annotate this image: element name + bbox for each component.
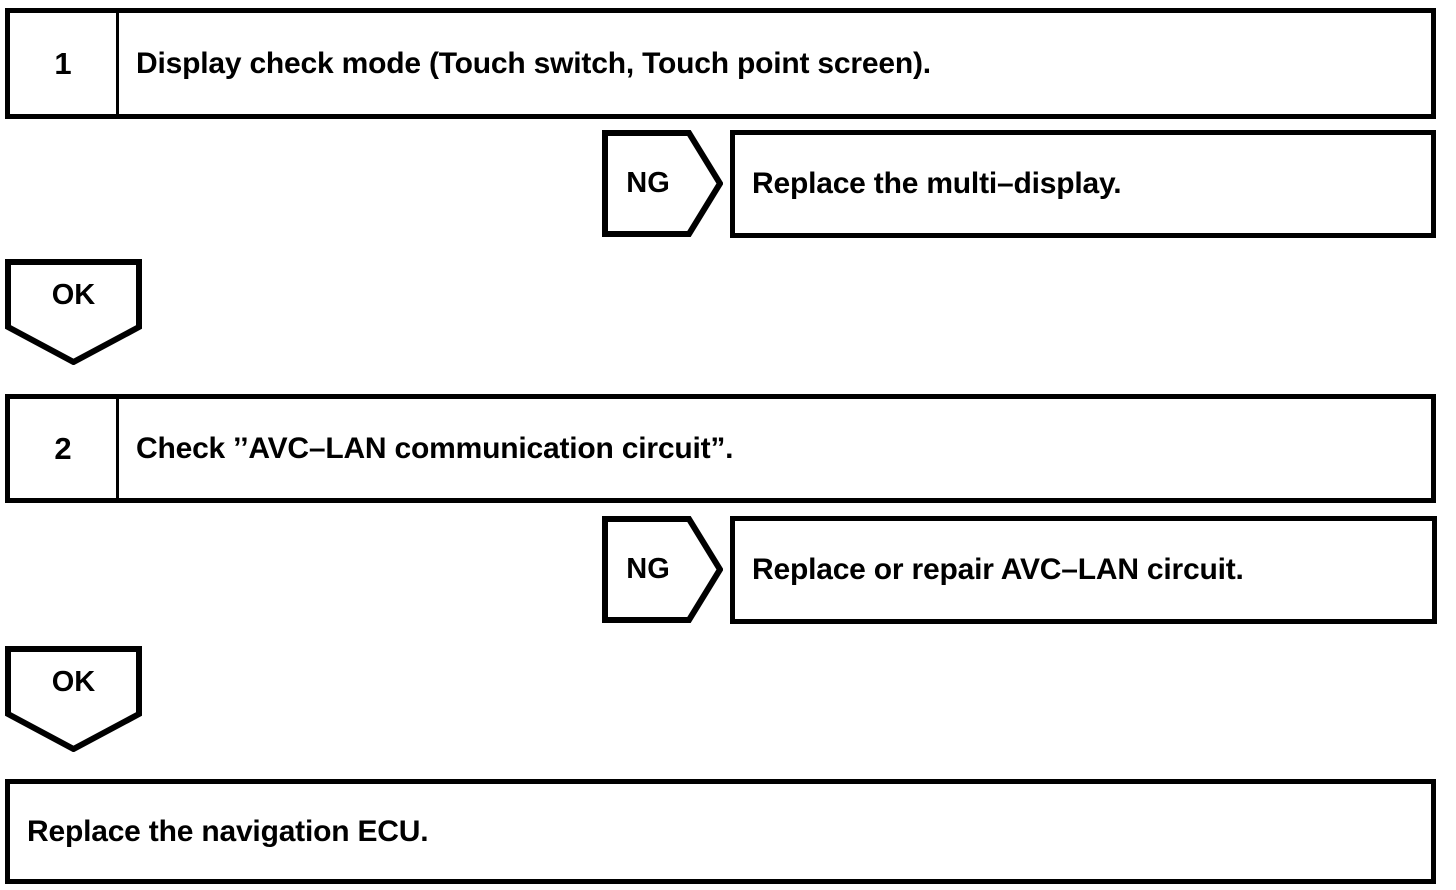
- step-2-number: 2: [10, 399, 119, 498]
- ok-pentagon-shape-1: [5, 259, 142, 365]
- ng-pentagon-shape-2: [602, 516, 723, 623]
- ng-result-box-1: Replace the multi–display.: [730, 130, 1436, 238]
- ng-arrow-2: NG: [602, 516, 723, 623]
- final-result-box: Replace the navigation ECU.: [5, 779, 1436, 884]
- ng-arrow-1: NG: [602, 130, 723, 237]
- step-2-box: 2 Check ’’AVC–LAN communication circuit”…: [5, 394, 1436, 503]
- ok-arrow-1: OK: [5, 259, 142, 365]
- ok-arrow-2: OK: [5, 646, 142, 752]
- ok-label-2: OK: [51, 665, 96, 698]
- ng-result-box-2: Replace or repair AVC–LAN circuit.: [730, 516, 1437, 624]
- step-1-text: Display check mode (Touch switch, Touch …: [136, 46, 931, 80]
- step-1-number: 1: [10, 13, 119, 114]
- ng-label-1: NG: [626, 167, 670, 199]
- step-1-box: 1 Display check mode (Touch switch, Touc…: [5, 8, 1436, 119]
- ok-label-1: OK: [51, 278, 96, 311]
- ok-pentagon-shape-2: [5, 646, 142, 752]
- ng-label-2: NG: [626, 553, 670, 585]
- step-2-text: Check ’’AVC–LAN communication circuit”.: [136, 431, 734, 465]
- ng-pentagon-shape-1: [602, 130, 723, 237]
